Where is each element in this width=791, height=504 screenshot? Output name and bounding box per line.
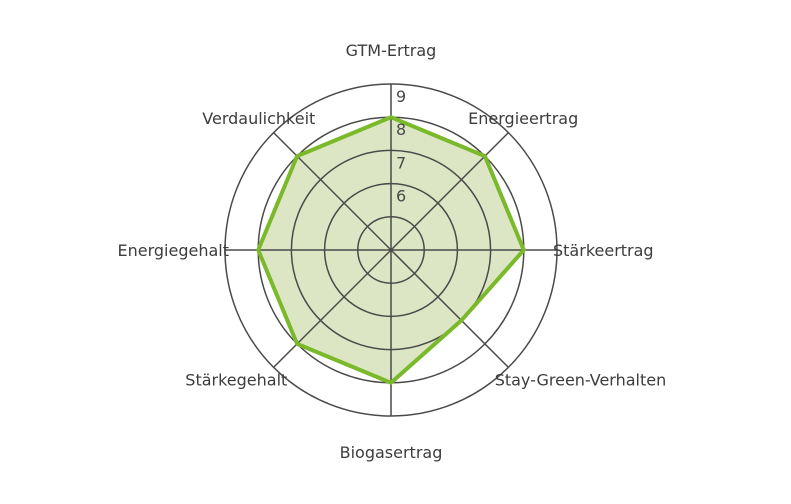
axis-label-4: Biogasertrag <box>340 443 443 462</box>
tick-label-8: 8 <box>396 120 406 139</box>
tick-label-6: 6 <box>396 187 406 206</box>
axis-label-6: Energiegehalt <box>118 241 230 260</box>
spoke-5 <box>273 249 392 368</box>
tick-label-9: 9 <box>396 87 406 106</box>
axis-label-5: Stärkegehalt <box>185 371 287 390</box>
spoke-7 <box>273 132 392 251</box>
axis-label-1: Energieertrag <box>468 109 578 128</box>
spoke-1 <box>390 132 509 251</box>
axis-label-0: GTM-Ertrag <box>346 41 437 60</box>
tick-label-7: 7 <box>396 153 406 172</box>
spoke-3 <box>390 249 509 368</box>
axis-label-2: Stärkeertrag <box>553 241 654 260</box>
series-outline <box>256 115 526 385</box>
axis-label-7: Verdaulichkeit <box>202 109 315 128</box>
axis-label-3: Stay-Green-Verhalten <box>495 371 667 390</box>
